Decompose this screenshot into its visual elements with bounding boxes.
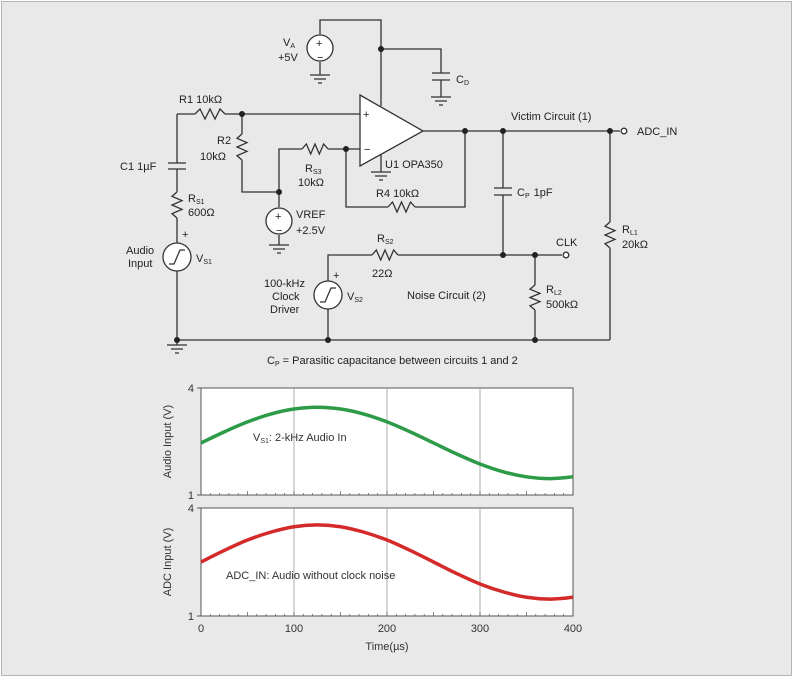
clk-label: CLK — [556, 237, 578, 249]
rl2-value: 500kΩ — [546, 299, 578, 311]
capacitor-cd — [432, 72, 450, 81]
capacitor-cp — [494, 187, 512, 196]
vs1-name: Audio — [126, 245, 154, 257]
junction-node — [500, 252, 506, 258]
y-tick-label: 4 — [188, 383, 194, 395]
vs1-plus: + — [182, 229, 188, 241]
opamp-minus: − — [364, 144, 370, 156]
caption: CP = Parasitic capacitance between circu… — [267, 355, 518, 368]
junction-node — [607, 128, 613, 134]
vref-label: VREF — [296, 209, 326, 221]
vref-value: +2.5V — [296, 225, 326, 237]
junction-node — [343, 146, 349, 152]
plus-sign: + — [275, 211, 281, 223]
c1-label: C1 1µF — [120, 161, 157, 173]
chart-2: 1 4 0 100 200 300 400 ADC Input (V) Time(µs) ADC_… — [162, 503, 582, 653]
rs1-value: 600Ω — [188, 207, 215, 219]
junction-node — [462, 128, 468, 134]
y-tick-label: 1 — [188, 611, 194, 623]
r2-value: 10kΩ — [200, 151, 226, 163]
resistor-r1 — [194, 107, 226, 121]
opamp-u1: + − — [359, 93, 425, 168]
vs1-label: VS1 — [196, 253, 212, 266]
minus-sign: − — [276, 225, 282, 237]
junction-node — [276, 189, 282, 195]
r4-label: R4 10kΩ — [376, 188, 419, 200]
signal-source-vs1 — [162, 242, 192, 272]
rl1-label: RL1 — [622, 224, 638, 237]
rs3-value: 10kΩ — [298, 177, 324, 189]
noise-circuit-label: Noise Circuit (2) — [407, 290, 486, 302]
dc-source-va: + − — [306, 34, 334, 64]
junction-nodes — [174, 46, 613, 343]
junction-node — [378, 46, 384, 52]
resistor-rs3 — [301, 142, 329, 156]
clk-terminal — [562, 251, 570, 259]
rs2-value: 22Ω — [372, 268, 392, 280]
vs1-name-2: Input — [128, 258, 152, 270]
resistor-rs2 — [371, 248, 399, 262]
u1-label: U1 OPA350 — [385, 159, 443, 171]
dc-source-vref: + − — [265, 207, 293, 237]
rs3-label: RS3 — [305, 163, 322, 176]
va-label: VA — [283, 37, 295, 50]
annotation: VS1: 2-kHz Audio In — [253, 432, 347, 445]
minus-sign: − — [317, 52, 323, 64]
x-tick-label: 400 — [564, 623, 582, 635]
va-value: +5V — [278, 52, 299, 64]
annotation: ADC_IN: Audio without clock noise — [226, 570, 395, 582]
resistor-r2 — [235, 133, 249, 161]
rl1-value: 20kΩ — [622, 239, 648, 251]
vs2-name: 100-kHz — [264, 278, 305, 290]
adc-in-label: ADC_IN — [637, 126, 677, 138]
x-axis-label: Time(µs) — [365, 641, 408, 653]
capacitor-c1 — [168, 162, 186, 170]
adc-in-terminal — [620, 127, 628, 135]
r2-label: R2 — [217, 135, 231, 147]
rs1-label: RS1 — [188, 193, 205, 206]
junction-node — [532, 337, 538, 343]
junction-node — [500, 128, 506, 134]
y-tick-label: 1 — [188, 490, 194, 502]
x-tick-label: 100 — [285, 623, 303, 635]
resistor-rs1 — [170, 191, 184, 219]
victim-circuit-label: Victim Circuit (1) — [511, 111, 591, 123]
junction-node — [174, 337, 180, 343]
resistor-r4 — [387, 200, 416, 214]
vs2-label: VS2 — [347, 291, 363, 304]
ground-icons — [167, 74, 451, 354]
r1-label: R1 10kΩ — [179, 94, 222, 106]
rl2-label: RL2 — [546, 284, 562, 297]
x-tick-label: 200 — [378, 623, 396, 635]
vs2-name-3: Driver — [270, 304, 300, 316]
vs2-name-2: Clock — [272, 291, 300, 303]
vs2-plus: + — [333, 270, 339, 282]
cd-label: CD — [456, 74, 469, 87]
rs2-label: RS2 — [377, 233, 394, 246]
y-axis-label: ADC Input (V) — [162, 528, 174, 596]
junction-node — [239, 111, 245, 117]
opamp-plus: + — [363, 109, 369, 121]
x-tick-label: 0 — [198, 623, 204, 635]
x-tick-label: 300 — [471, 623, 489, 635]
junction-node — [325, 337, 331, 343]
signal-source-vs2 — [313, 280, 343, 310]
resistors — [170, 107, 617, 311]
resistor-rl2 — [528, 284, 542, 311]
y-tick-label: 4 — [188, 503, 194, 515]
plus-sign: + — [316, 38, 322, 50]
resistor-rl1 — [603, 221, 617, 249]
y-axis-label: Audio Input (V) — [162, 405, 174, 478]
junction-node — [532, 252, 538, 258]
